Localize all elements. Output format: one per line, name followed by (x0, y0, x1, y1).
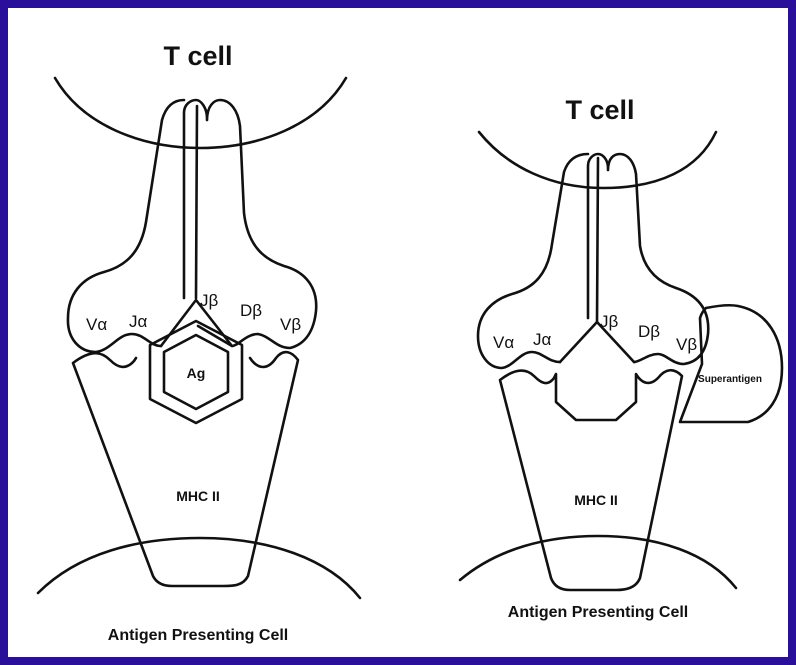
left-apc-membrane (38, 538, 360, 598)
left-seg-vb: Vβ (280, 315, 301, 334)
right-superantigen-shape (680, 305, 782, 422)
left-tcr-divider (196, 106, 197, 298)
left-seg-ja: Jα (129, 312, 148, 331)
left-seg-db: Dβ (240, 301, 262, 320)
left-seg-jb: Jβ (200, 291, 219, 310)
right-diagram: T cell Vα Jα Jβ Dβ Vβ MHC II Superantige… (460, 95, 782, 621)
left-antigen-label: Ag (187, 365, 206, 381)
right-apc-label: Antigen Presenting Cell (508, 604, 688, 621)
right-seg-va: Vα (493, 333, 514, 352)
right-seg-vb: Vβ (676, 335, 697, 354)
right-seg-db: Dβ (638, 322, 660, 341)
right-tcr-divider (597, 158, 598, 322)
left-tcell-membrane (55, 78, 346, 148)
left-apc-label: Antigen Presenting Cell (108, 627, 288, 644)
left-tcell-title: T cell (163, 41, 232, 71)
right-seg-ja: Jα (533, 330, 552, 349)
left-seg-va: Vα (86, 315, 107, 334)
right-mhc-outline (500, 370, 682, 590)
right-binding-notch (560, 322, 634, 362)
right-seg-jb: Jβ (600, 312, 619, 331)
right-mhc-label: MHC II (574, 492, 618, 508)
figure-canvas: T cell Vα Jα Jβ Dβ Vβ Ag (8, 8, 788, 657)
left-mhc-label: MHC II (176, 488, 220, 504)
right-superantigen-label: Superantigen (698, 374, 762, 385)
right-apc-membrane (460, 536, 736, 588)
right-tcell-title: T cell (565, 95, 634, 125)
left-diagram: T cell Vα Jα Jβ Dβ Vβ Ag (38, 41, 360, 644)
diagram-svg: T cell Vα Jα Jβ Dβ Vβ Ag (8, 8, 788, 657)
